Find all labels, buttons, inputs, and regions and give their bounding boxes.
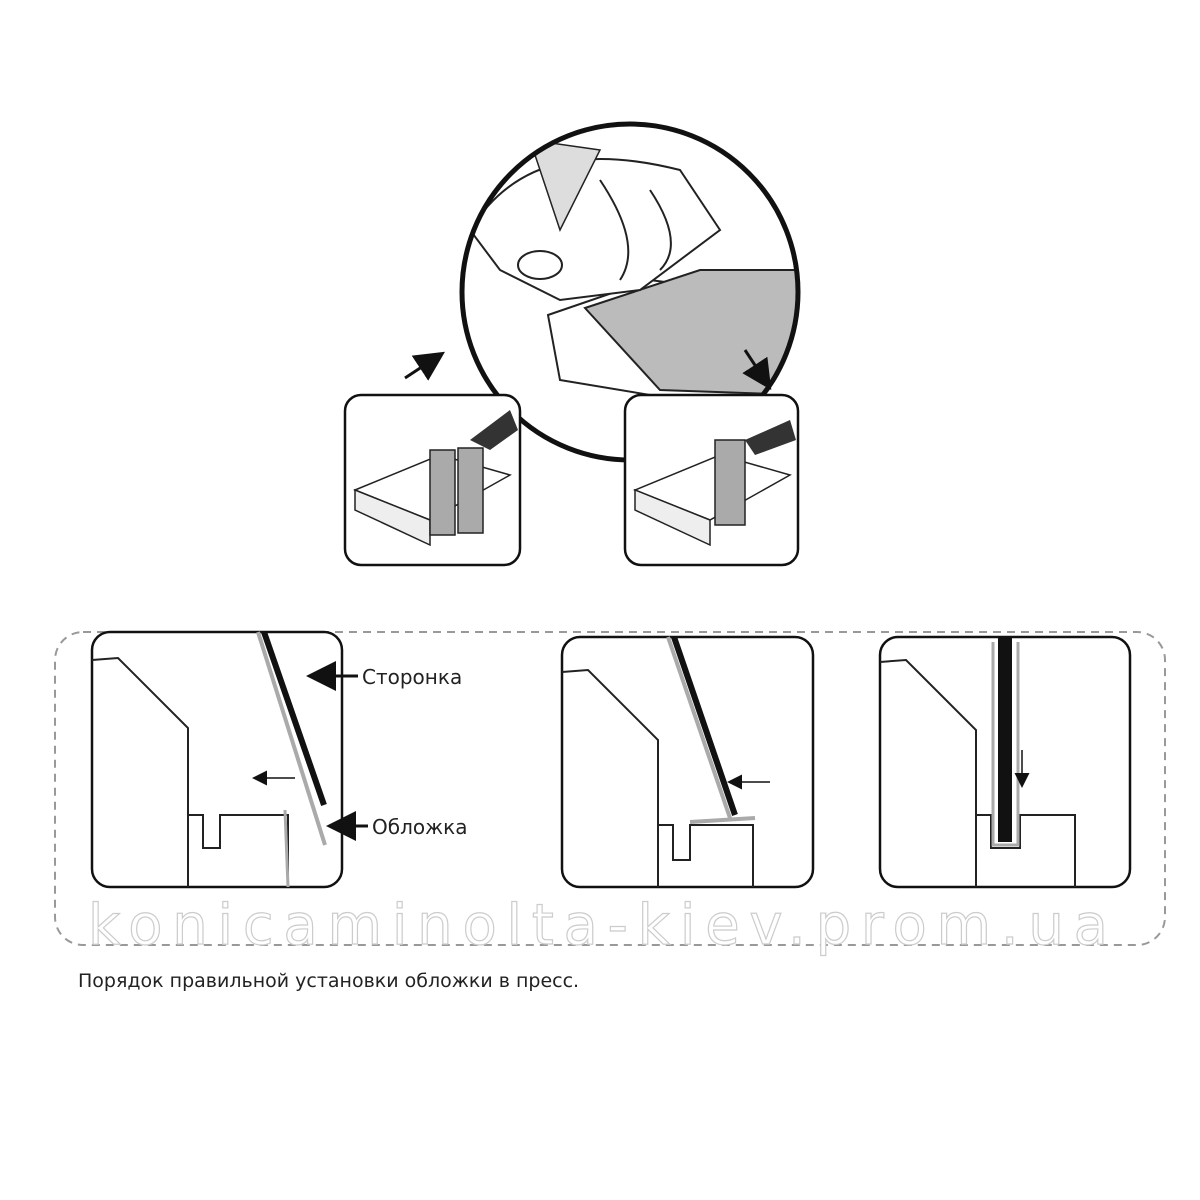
device-step-1 bbox=[343, 393, 522, 567]
caption: Порядок правильной установки обложки в п… bbox=[78, 970, 580, 992]
device-step-2 bbox=[623, 393, 800, 567]
step-panel-1 bbox=[90, 630, 344, 889]
label-cover: Обложка bbox=[372, 815, 467, 839]
step-panel-3 bbox=[878, 635, 1132, 889]
arrow-out bbox=[742, 349, 772, 391]
arrow-in bbox=[404, 351, 446, 381]
watermark: konicaminolta-kiev.prom.ua bbox=[88, 893, 1108, 958]
steps-frame bbox=[54, 631, 1166, 946]
step-panel-2 bbox=[560, 635, 815, 889]
label-spine: Сторонка bbox=[362, 665, 462, 689]
magnified-circle bbox=[459, 121, 801, 463]
